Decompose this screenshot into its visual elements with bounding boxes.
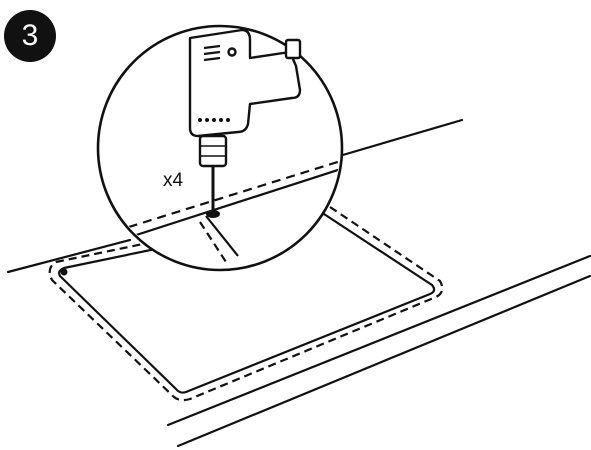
magnified-edge-dashed	[100, 158, 340, 238]
drill-button	[227, 47, 237, 57]
drill-body	[188, 28, 302, 138]
screw-point	[60, 268, 68, 276]
screw-quantity-label: x4	[163, 170, 184, 191]
drill-vents	[203, 44, 221, 62]
cutout-dashed-guide	[48, 206, 444, 402]
drill-grip-dots	[198, 118, 230, 122]
magnified-corner-dashed	[199, 221, 227, 263]
power-drill-icon	[188, 28, 302, 212]
countertop-surface	[6, 118, 591, 448]
cutout-outline	[58, 212, 436, 394]
magnified-corner	[205, 215, 239, 257]
countertop-lower-edge	[176, 274, 591, 448]
countertop-back-edge	[334, 118, 464, 159]
countertop-back-edge	[6, 238, 132, 274]
drill-contact-point	[206, 210, 220, 218]
countertop-front-edge	[166, 254, 591, 427]
step-number: 3	[21, 19, 39, 52]
drill-trigger	[284, 38, 302, 60]
drill-chuck	[198, 134, 228, 168]
step-badge	[4, 10, 56, 62]
magnified-detail	[100, 158, 340, 263]
magnified-edge-line	[100, 166, 340, 250]
